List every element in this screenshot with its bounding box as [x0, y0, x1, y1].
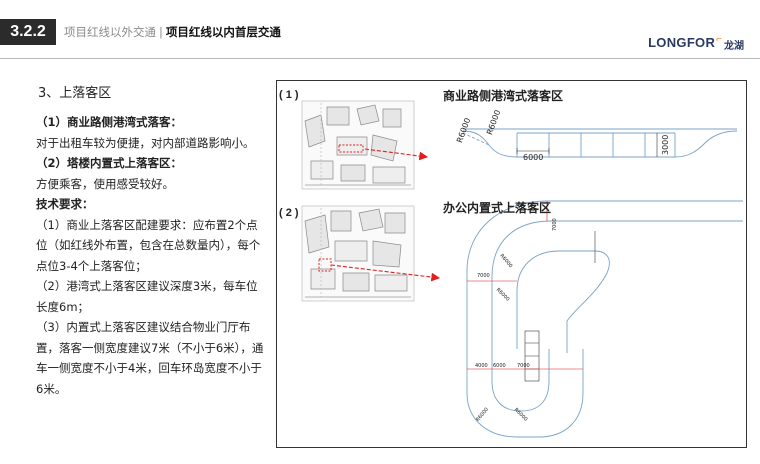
dim-7000-top: 7000	[552, 218, 558, 231]
harbour-lane-diagram	[462, 128, 738, 158]
subheading-tower: （2）塔楼内置式上落客区：	[36, 156, 183, 170]
requirement-2: （2）港湾式上落客区建议深度3米，每车位长度6m；	[36, 279, 258, 314]
loop-road-diagram	[466, 200, 743, 438]
logo-mark-icon: ⌐	[716, 34, 722, 45]
diagram-title-office: 办公内置式上落客区	[443, 201, 552, 215]
title-separator: |	[159, 25, 163, 39]
leader-arrow-1	[364, 148, 429, 161]
dim-3000: 3000	[661, 134, 670, 155]
dim-7000-left: 7000	[477, 273, 490, 279]
dim-4000: 4000	[475, 363, 488, 369]
diagram-title-harbour: 商业路侧港湾式落客区	[443, 89, 564, 103]
title-part-outside: 项目红线以外交通	[64, 25, 156, 39]
title-part-inside: 项目红线以内首层交通	[165, 25, 281, 39]
requirement-1: （1）商业上落客区配建要求：应布置2个点位（如红线外布置，包含在总数量内），每个…	[36, 217, 261, 273]
dim-6000-b: 6000	[493, 363, 506, 369]
requirement-3: （3）内置式上落客区建议结合物业门厅布置，落客一侧宽度建议7米（不小于6米），通…	[36, 320, 264, 396]
logo-text: LONGFOR	[648, 35, 716, 50]
section-title: 3、上落客区	[38, 86, 112, 101]
dim-7000-b: 7000	[517, 363, 530, 369]
text-block: （1）商业路侧港湾式落客： 对于出租车较为便捷，对内部道路影响小。 （2）塔楼内…	[36, 112, 268, 399]
diagram-label-2: ( 2 )	[279, 207, 299, 219]
page-title: 项目红线以外交通|项目红线以内首层交通	[64, 24, 281, 40]
harbour-dimension-lines	[516, 133, 658, 157]
dim-6000: 6000	[523, 153, 544, 162]
paragraph-roadside: 对于出租车较为便捷，对内部道路影响小。	[36, 135, 255, 150]
section-number-badge: 3.2.2	[0, 19, 56, 45]
site-plan-1	[301, 100, 415, 190]
paragraph-tower: 方便乘客，使用感受较好。	[36, 176, 174, 191]
header-divider	[0, 58, 760, 59]
left-text-column: 3、上落客区 （1）商业路侧港湾式落客： 对于出租车较为便捷，对内部道路影响小。…	[36, 84, 268, 399]
logo-cn-text: 龙湖	[724, 41, 744, 52]
subheading-tech: 技术要求：	[36, 197, 94, 211]
diagram-panel: ( 1 ) ( 2 ) 商业路侧港湾式落客区 办公内置式上落客区 R6000 R…	[276, 80, 747, 448]
leader-arrow-2	[330, 264, 441, 282]
diagram-label-1: ( 1 )	[279, 89, 299, 101]
subheading-roadside: （1）商业路侧港湾式落客：	[36, 115, 183, 129]
longfor-logo: LONGFOR ⌐ 龙湖	[648, 34, 744, 53]
site-plan-2	[301, 205, 415, 302]
diagram-drawing	[301, 100, 743, 438]
loop-dimension-lines	[467, 201, 583, 370]
